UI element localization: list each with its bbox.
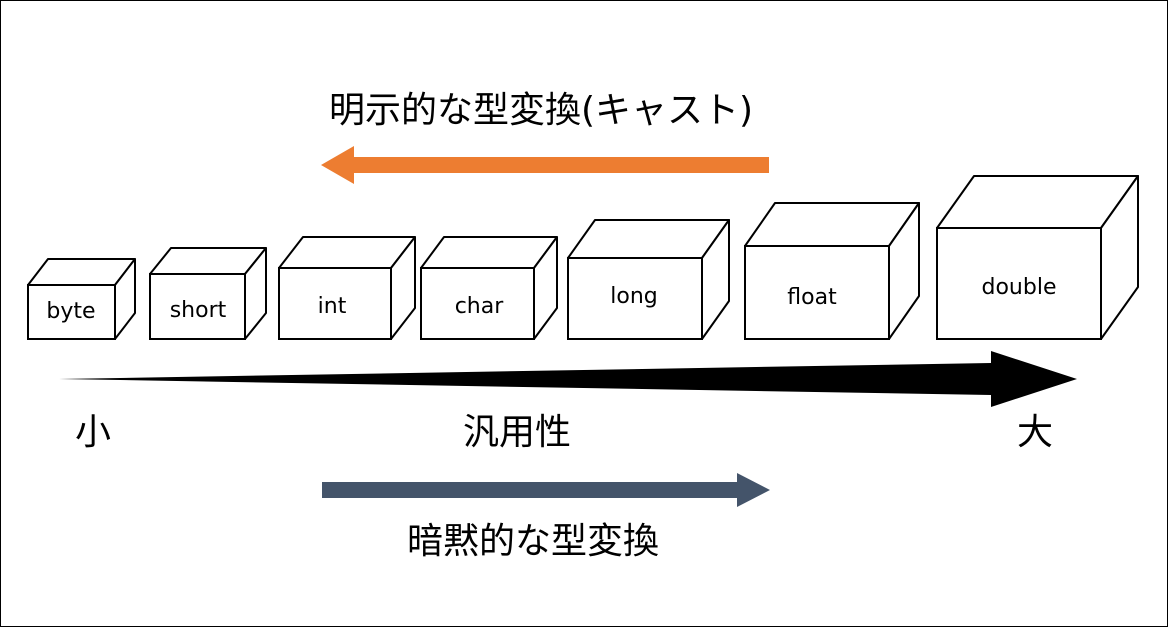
- type-label-char: char: [455, 294, 505, 319]
- implicit-conversion-label: 暗黙的な型変換: [407, 521, 660, 562]
- axis-min-label: 小: [75, 412, 112, 453]
- cube-front-face: [420, 267, 535, 340]
- type-label-long: long: [610, 284, 657, 309]
- type-label-double: double: [982, 275, 1057, 300]
- explicit-conversion-label: 明示的な型変換(キャスト): [329, 90, 754, 131]
- type-label-float: float: [787, 285, 837, 310]
- type-label-int: int: [318, 294, 347, 319]
- cube-front-face: [27, 284, 116, 340]
- type-cube-byte: byte: [27, 258, 136, 340]
- type-label-short: short: [170, 298, 227, 323]
- type-cube-short: short: [149, 247, 267, 340]
- type-cube-char: char: [420, 236, 558, 340]
- implicit-conversion-arrow: [322, 473, 770, 507]
- type-label-byte: byte: [46, 299, 95, 324]
- cube-front-face: [149, 273, 246, 340]
- cube-front-face: [744, 245, 890, 340]
- explicit-conversion-arrow: [321, 146, 769, 184]
- cube-front-face: [278, 267, 392, 340]
- generality-axis-arrow: [59, 351, 1077, 407]
- type-cube-float: float: [744, 202, 920, 340]
- type-cube-double: double: [936, 175, 1139, 340]
- type-cube-long: long: [567, 219, 730, 340]
- type-cubes: byte short int char long float double: [27, 175, 1139, 340]
- axis-title-label: 汎用性: [463, 412, 572, 453]
- cube-front-face: [936, 227, 1102, 340]
- type-cube-int: int: [278, 236, 416, 340]
- cube-front-face: [567, 257, 703, 340]
- axis-max-label: 大: [1017, 412, 1054, 453]
